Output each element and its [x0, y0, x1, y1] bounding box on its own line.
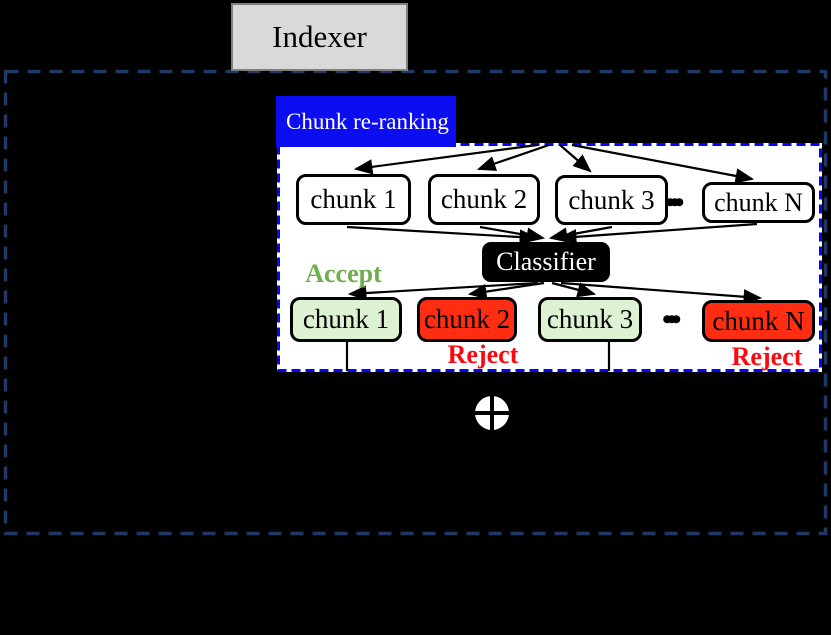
bottom-chunk-n-label: chunk N	[712, 305, 805, 336]
reject-label-chunk2: Reject	[434, 342, 532, 368]
top-chunk-3: chunk 3	[555, 175, 668, 225]
classifier-output-arrows	[347, 281, 763, 305]
top-chunk-2-label: chunk 2	[440, 184, 528, 214]
bottom-chunk-2-label: chunk 2	[423, 304, 511, 334]
top-chunk-n: chunk N	[702, 182, 815, 223]
outer-dashed-frame	[3, 69, 828, 536]
top-chunk-n-label: chunk N	[714, 187, 803, 217]
accept-label-text: Accept	[305, 259, 382, 288]
bottom-chunk-3-label: chunk 3	[546, 304, 634, 334]
indexer-box: Indexer	[231, 3, 408, 71]
ellipsis-bottom: •••	[662, 303, 681, 336]
top-chunk-3-label: chunk 3	[568, 184, 655, 215]
top-chunk-1: chunk 1	[296, 174, 411, 225]
top-chunk-1-label: chunk 1	[310, 184, 397, 214]
chunk-reranking-tag: Chunk re-ranking	[276, 96, 456, 147]
classifier-input-arrows	[346, 222, 758, 245]
reject-label-chunk2-text: Reject	[447, 340, 519, 369]
accept-label: Accept	[296, 261, 391, 287]
bottom-chunk-2-rejected: chunk 2	[417, 297, 517, 342]
ellipsis-top: •••	[665, 186, 684, 219]
bottom-chunk-n-rejected: chunk N	[702, 300, 815, 342]
indexer-label: Indexer	[272, 19, 367, 54]
reject-label-chunkn: Reject	[718, 344, 816, 370]
top-chunk-2: chunk 2	[428, 174, 540, 225]
chunk-reranking-tag-label: Chunk re-ranking	[286, 108, 449, 134]
bottom-chunk-1-label: chunk 1	[302, 304, 390, 334]
merge-plus-icon	[475, 396, 509, 430]
accepted-output-lines	[345, 342, 611, 371]
classifier-label: Classifier	[496, 247, 596, 276]
inner-dashed-frame	[277, 143, 822, 372]
ellipsis-top-glyph: •••	[665, 186, 684, 219]
bottom-chunk-1-accepted: chunk 1	[290, 297, 402, 342]
bottom-chunk-3-accepted: chunk 3	[538, 297, 642, 342]
classifier-box: Classifier	[482, 242, 610, 282]
ellipsis-bottom-glyph: •••	[662, 303, 681, 336]
reject-label-chunkn-text: Reject	[731, 342, 803, 371]
retrieval-arrows	[353, 143, 755, 184]
